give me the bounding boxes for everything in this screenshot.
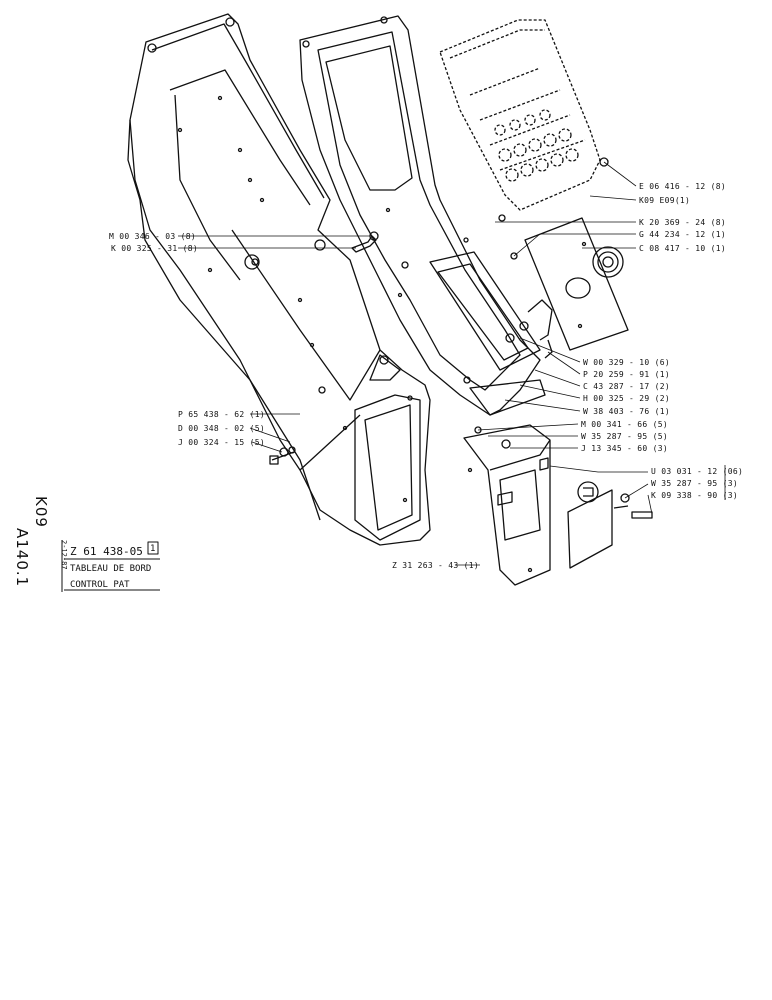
- callout-e06416: E 06 416 - 12 (8): [639, 182, 726, 191]
- callout-k09e09: K09 E09(1): [639, 196, 691, 205]
- callout-c43287: C 43 287 - 17 (2): [583, 382, 670, 391]
- sheet-date: 2-12-87: [60, 540, 68, 570]
- instrument-cluster: [439, 19, 601, 211]
- callout-m00341: M 00 341 - 66 (5): [581, 420, 668, 429]
- callout-k09338: K 09 338 - 90 (3): [651, 491, 738, 500]
- callout-w00329: W 00 329 - 10 (6): [583, 358, 670, 367]
- cover-plate: [429, 251, 546, 416]
- drawing-revision: 1: [150, 544, 156, 554]
- callout-w38403: W 38 403 - 76 (1): [583, 407, 670, 416]
- drawing-number: Z 61 438-05: [70, 545, 143, 558]
- callout-z31263: Z 31 263 - 43 (1): [392, 561, 479, 570]
- lower-cover: [463, 424, 551, 586]
- bracket: [505, 299, 553, 359]
- callout-j13345: J 13 345 - 60 (3): [581, 444, 668, 453]
- callout-h00325: H 00 325 - 29 (2): [583, 394, 670, 403]
- callout-m00346: M 00 346 - 03 (8): [109, 232, 196, 241]
- callout-k00325: K 00 325 - 31 (8): [111, 244, 198, 253]
- callout-c08417: C 08 417 - 10 (1): [639, 244, 726, 253]
- sheet-code-1: K09: [32, 496, 50, 528]
- callout-w35287-b: W 35 287 - 95 (3): [651, 479, 738, 488]
- title-english: CONTROL PAT: [70, 580, 130, 590]
- callout-j00324: J 00 324 - 15 (5): [178, 438, 265, 447]
- callout-w35287-a: W 35 287 - 95 (5): [581, 432, 668, 441]
- callout-k20369: K 20 369 - 24 (8): [639, 218, 726, 227]
- callout-d00348: D 00 348 - 02 (5): [178, 424, 265, 433]
- leader-lines: [178, 161, 726, 566]
- title-block-frame: [61, 540, 160, 592]
- title-french: TABLEAU DE BORD: [70, 564, 152, 574]
- side-lid: [567, 481, 653, 569]
- console-housing: [127, 13, 431, 546]
- sheet-code-2: A140.1: [13, 528, 31, 588]
- callout-p65438: P 65 438 - 62 (1): [178, 410, 265, 419]
- callout-p20259: P 20 259 - 91 (1): [583, 370, 670, 379]
- left-screws: [269, 231, 379, 465]
- speaker-plate: [498, 157, 629, 351]
- callout-u03031: U 03 031 - 12 (06): [651, 467, 744, 476]
- callout-g44234: G 44 234 - 12 (1): [639, 230, 726, 239]
